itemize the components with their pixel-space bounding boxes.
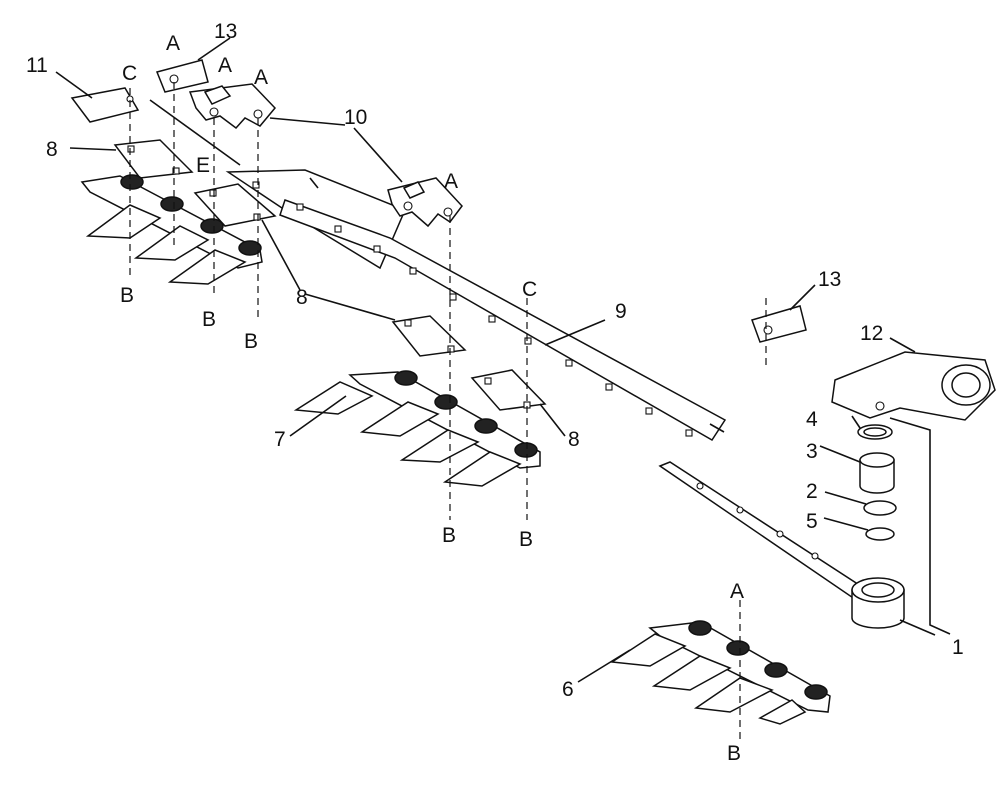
callout-8-upper: 8 bbox=[46, 138, 58, 161]
wear-plate-left bbox=[193, 183, 277, 227]
guard-assembly-center bbox=[293, 370, 541, 487]
wear-plate-center bbox=[391, 315, 467, 357]
reference-letters: A A A A A C C E B B B B B B bbox=[120, 32, 744, 765]
callout-10: 10 bbox=[344, 106, 367, 129]
ref-b-2: B bbox=[202, 308, 216, 331]
leader-lines bbox=[55, 37, 951, 683]
ref-c-2: C bbox=[522, 278, 537, 301]
callout-13-top: 13 bbox=[214, 20, 237, 43]
knife-head-bushing-housing bbox=[851, 577, 905, 629]
plate-11 bbox=[70, 87, 140, 123]
ref-b-4: B bbox=[442, 524, 456, 547]
alignment-lines bbox=[129, 82, 767, 740]
guard-assembly-lower-right bbox=[609, 620, 831, 725]
bushing-3 bbox=[859, 452, 895, 494]
callout-11: 11 bbox=[26, 54, 48, 77]
knife-clip-upper bbox=[188, 83, 277, 130]
guard-assembly-upper-left bbox=[80, 174, 263, 285]
knife-clip-center bbox=[387, 177, 463, 228]
ref-a-5: A bbox=[730, 580, 744, 603]
knife-back-bar bbox=[225, 169, 727, 442]
seal-ring-4 bbox=[857, 424, 893, 440]
pitman-arm-12 bbox=[831, 351, 996, 421]
ref-b-3: B bbox=[244, 330, 258, 353]
callout-numbers: 11 13 10 8 8 8 9 13 12 4 3 2 5 1 7 6 bbox=[26, 20, 964, 701]
callout-12: 12 bbox=[860, 322, 883, 345]
ref-c-1: C bbox=[122, 62, 137, 85]
ref-e-1: E bbox=[196, 154, 210, 177]
ref-b-1: B bbox=[120, 284, 134, 307]
callout-1: 1 bbox=[952, 636, 964, 659]
callout-13-right: 13 bbox=[818, 268, 841, 291]
callout-5: 5 bbox=[806, 510, 818, 533]
callout-6: 6 bbox=[562, 678, 574, 701]
clip-plate-13-right bbox=[751, 305, 807, 343]
callout-3: 3 bbox=[806, 440, 818, 463]
callout-2: 2 bbox=[806, 480, 818, 503]
clip-plate-13-top bbox=[155, 59, 209, 93]
ref-a-1: A bbox=[166, 32, 180, 55]
callout-8-lower: 8 bbox=[568, 428, 580, 451]
wear-plate-upper-left bbox=[113, 139, 194, 179]
callout-7: 7 bbox=[274, 428, 286, 451]
ref-b-5: B bbox=[519, 528, 533, 551]
callout-8-middle: 8 bbox=[296, 286, 308, 309]
callout-4: 4 bbox=[806, 408, 818, 431]
retaining-ring-5 bbox=[865, 527, 895, 541]
ref-a-3: A bbox=[254, 66, 268, 89]
ref-a-4: A bbox=[444, 170, 458, 193]
disc-2 bbox=[863, 500, 897, 516]
wear-plate-right bbox=[470, 369, 547, 411]
callout-9: 9 bbox=[615, 300, 627, 323]
knife-head-arm bbox=[658, 461, 872, 606]
ref-b-6: B bbox=[727, 742, 741, 765]
ref-a-2: A bbox=[218, 54, 232, 77]
